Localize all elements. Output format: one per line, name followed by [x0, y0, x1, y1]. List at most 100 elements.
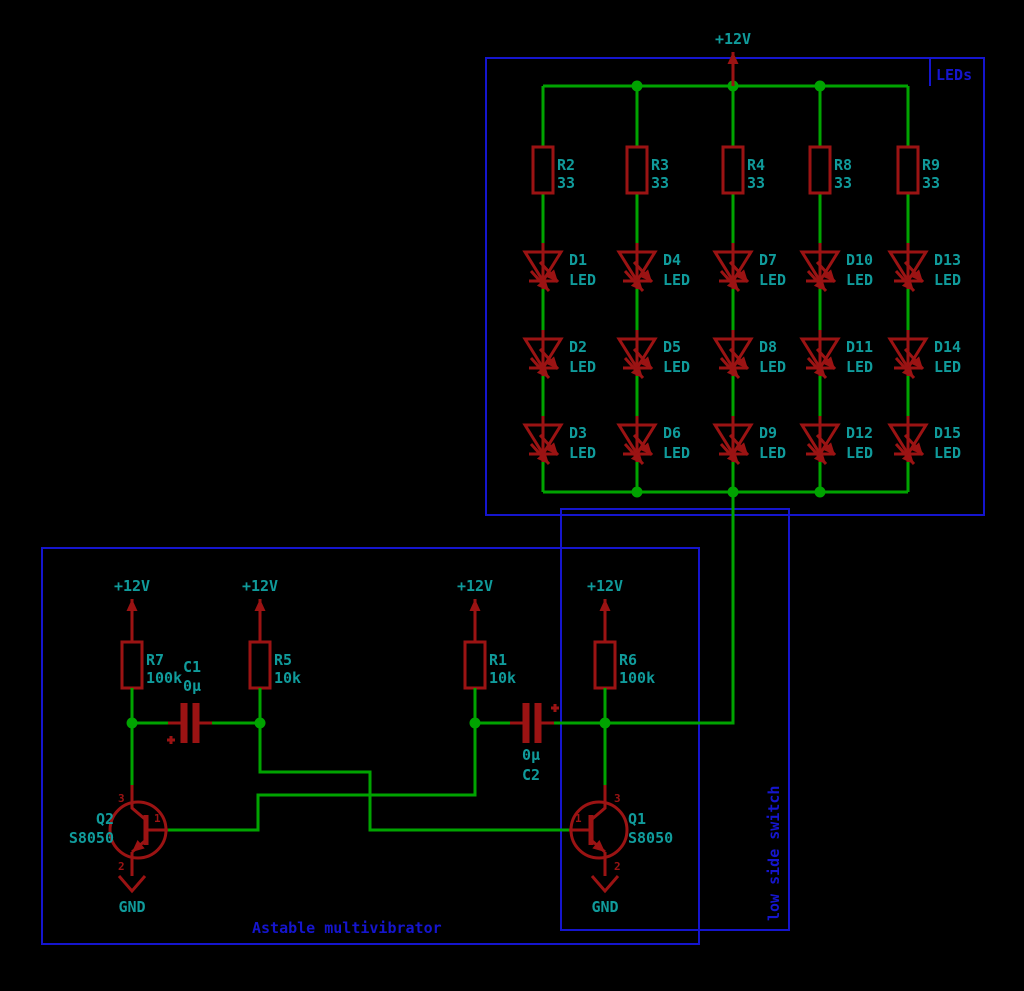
power-flag-12v[interactable]: +12V — [715, 30, 751, 86]
led-value-label: LED — [846, 444, 873, 462]
transistor-value-label: S8050 — [69, 829, 114, 847]
led-ref-label: D12 — [846, 424, 873, 442]
led-ref-label: D8 — [759, 338, 777, 356]
ground-symbol[interactable]: GND — [117, 862, 147, 916]
led-triangle — [799, 337, 841, 371]
resistor-ref-label: R5 — [274, 651, 292, 669]
arrow-head — [132, 840, 145, 852]
power-label: +12V — [242, 577, 278, 595]
resistor-value-label: 10k — [489, 669, 516, 687]
arrow-head — [536, 365, 549, 378]
resistor-ref-label: R7 — [146, 651, 164, 669]
ground-chevron — [590, 875, 620, 894]
led-triangle — [799, 250, 841, 284]
led-triangle — [799, 423, 841, 457]
arrow-head — [726, 365, 739, 378]
resistor-body — [721, 145, 745, 195]
led-value-label: LED — [759, 271, 786, 289]
capacitor-ref-label: C1 — [183, 658, 201, 676]
arrow-head — [813, 451, 826, 464]
resistor-ref-label: R6 — [619, 651, 637, 669]
resistor-ref-label: R9 — [922, 156, 940, 174]
junction-dot — [254, 717, 266, 729]
arrow-head — [822, 269, 835, 282]
arrow-head — [813, 278, 826, 291]
arrow-head — [639, 356, 652, 369]
led-value-label: LED — [934, 271, 961, 289]
resistor-ref-label: R2 — [557, 156, 575, 174]
power-label: +12V — [715, 30, 751, 48]
arrow-head — [727, 52, 739, 64]
power-flag-12v[interactable]: +12V — [114, 577, 150, 642]
power-flag-12v[interactable]: +12V — [587, 577, 623, 642]
led-triangle — [522, 337, 564, 371]
pin-number-collector: 3 — [614, 792, 621, 805]
capacitor-ref-label: C2 — [522, 766, 540, 784]
power-flag-12v[interactable]: +12V — [457, 577, 493, 642]
arrow-head — [901, 451, 914, 464]
led-value-label: LED — [663, 358, 690, 376]
led-triangle — [887, 250, 929, 284]
ground-symbol[interactable]: GND — [590, 862, 620, 916]
led-triangle — [887, 423, 929, 457]
resistor-value-label: 33 — [557, 174, 575, 192]
resistor-value-label: 10k — [274, 669, 301, 687]
arrow-head — [735, 442, 748, 455]
frame-astable-multivibrator[interactable] — [41, 547, 700, 945]
arrow-head — [813, 365, 826, 378]
junction-dot — [599, 717, 611, 729]
led-triangle — [616, 337, 658, 371]
resistor-value-label: 33 — [747, 174, 765, 192]
led-ref-label: D3 — [569, 424, 587, 442]
wire-to-collector[interactable] — [605, 492, 735, 725]
arrow-head — [254, 599, 266, 611]
led-ref-label: D6 — [663, 424, 681, 442]
wire-base-q2[interactable] — [168, 723, 477, 832]
pin-number-emitter: 2 — [118, 860, 125, 873]
collector-lead — [130, 785, 147, 822]
frame-title-leds: LEDs — [936, 66, 972, 84]
junction-dot — [727, 486, 739, 498]
led-triangle — [616, 423, 658, 457]
wire-base-q1[interactable] — [258, 723, 569, 832]
arrow-head — [545, 269, 558, 282]
led-ref-label: D4 — [663, 251, 681, 269]
power-label: +12V — [114, 577, 150, 595]
arrow-head — [901, 365, 914, 378]
power-flag-12v[interactable]: +12V — [242, 577, 278, 642]
arrow-head — [545, 356, 558, 369]
frame-low-side-switch[interactable] — [560, 508, 790, 931]
led-triangle — [712, 250, 754, 284]
resistor-value-label: 100k — [619, 669, 655, 687]
frame-title-low-side-switch: low side switch — [765, 786, 783, 921]
